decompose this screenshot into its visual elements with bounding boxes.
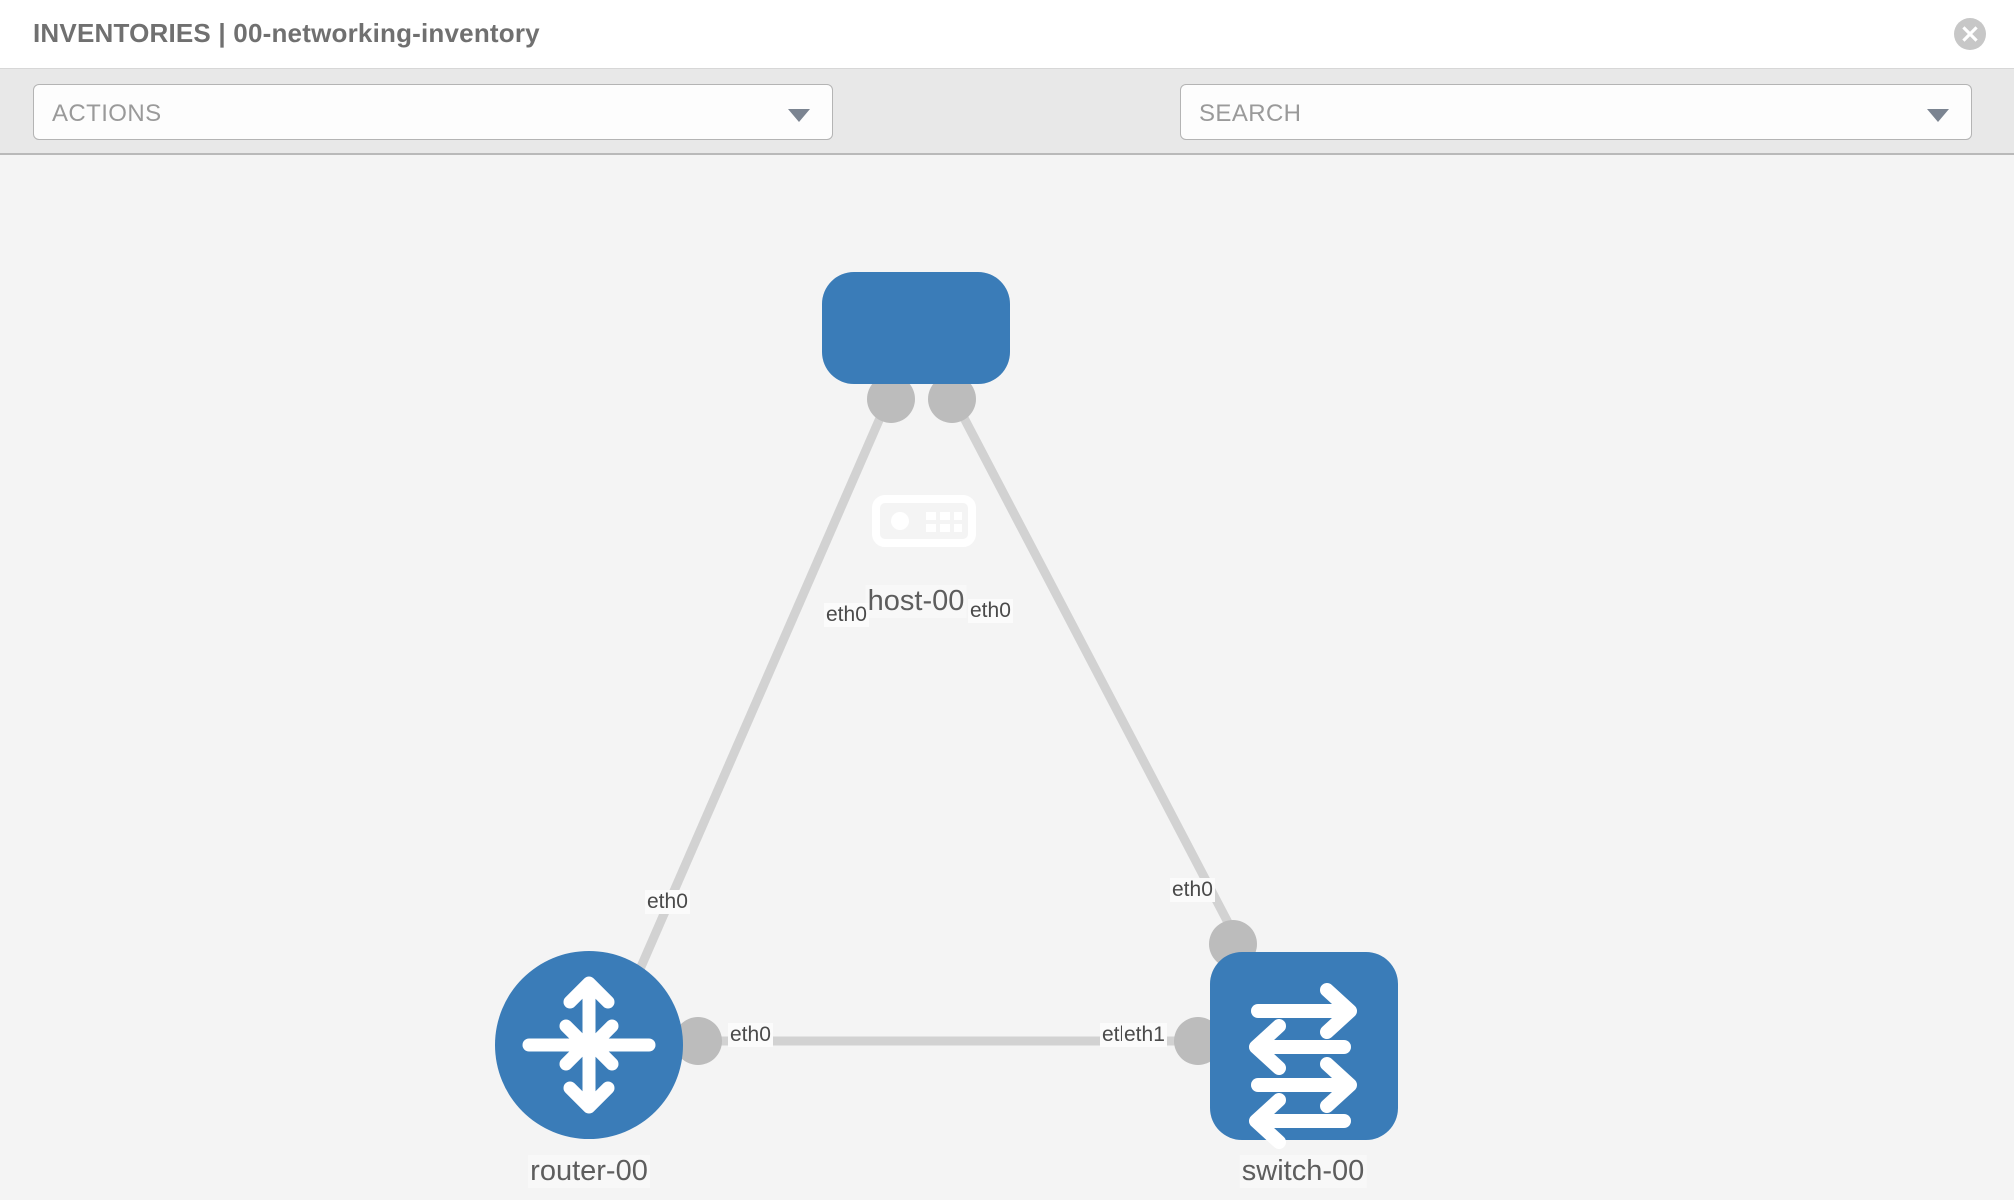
port-label-router-right: eth0 — [728, 1023, 773, 1047]
node-host-00[interactable] — [822, 272, 1010, 547]
node-switch-00[interactable] — [1210, 952, 1398, 1149]
close-button[interactable] — [1954, 18, 1986, 50]
node-label-switch-00: switch-00 — [1239, 1155, 1367, 1188]
toolbar: ACTIONS SEARCH — [0, 69, 2014, 207]
topology-canvas[interactable]: host-00 router-00 switch-00 eth0 eth0 et… — [0, 155, 2014, 1200]
router-icon — [522, 976, 656, 1114]
page-header: INVENTORIES | 00-networking-inventory — [0, 0, 2014, 69]
topology-graph — [495, 272, 1398, 1149]
node-label-host-00: host-00 — [865, 585, 967, 618]
node-label-router-00: router-00 — [528, 1155, 650, 1188]
search-input[interactable]: SEARCH — [1180, 84, 1972, 140]
switch-icon — [1249, 983, 1357, 1149]
search-placeholder: SEARCH — [1199, 100, 1302, 127]
actions-dropdown-label: ACTIONS — [52, 100, 162, 127]
port-label-router-upper: eth0 — [645, 890, 690, 914]
search-chevron-down-icon[interactable] — [1927, 109, 1949, 122]
port-label-host-left: eth0 — [824, 603, 869, 627]
link-host-router[interactable] — [615, 393, 895, 1017]
page-title: INVENTORIES | 00-networking-inventory — [33, 18, 540, 48]
link-host-switch[interactable] — [948, 392, 1249, 958]
port-label-switch-left: eth1 — [1122, 1023, 1167, 1047]
actions-dropdown[interactable]: ACTIONS — [33, 84, 833, 140]
server-icon — [872, 495, 976, 547]
node-router-00[interactable] — [495, 951, 683, 1139]
port-label-host-right: eth0 — [968, 599, 1013, 623]
close-icon — [1962, 26, 1978, 42]
port-label-switch-upper: eth0 — [1170, 878, 1215, 902]
chevron-down-icon — [788, 109, 810, 122]
port-nubs — [674, 375, 1257, 1065]
